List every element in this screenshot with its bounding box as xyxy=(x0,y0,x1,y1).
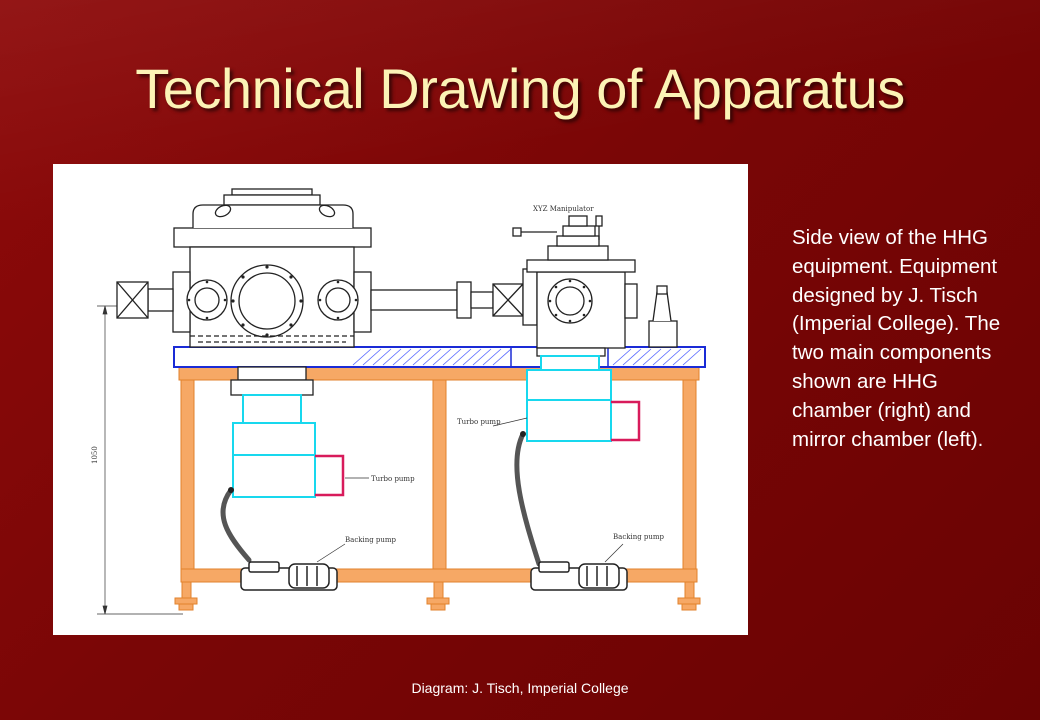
beamline xyxy=(370,281,524,319)
left-turbo-pump xyxy=(232,394,369,498)
left-turbo-label: Turbo pump xyxy=(371,475,415,483)
mirror-chamber xyxy=(116,188,372,396)
manipulator-label: XYZ Manipulator xyxy=(533,205,594,213)
diagram-credit: Diagram: J. Tisch, Imperial College xyxy=(411,680,629,696)
right-turbo-pump xyxy=(492,355,641,442)
right-backing-pump xyxy=(530,561,628,591)
technical-drawing: 1050 xyxy=(53,164,748,635)
vacuum-hoses xyxy=(220,431,542,567)
hhg-chamber xyxy=(512,215,678,357)
left-backing-pump xyxy=(240,561,338,591)
right-backing-label: Backing pump xyxy=(613,533,665,541)
hhg-chamber-bolts xyxy=(548,279,592,323)
table-top xyxy=(173,346,706,368)
right-turbo-label: Turbo pump xyxy=(457,418,501,426)
height-dimension-label: 1050 xyxy=(91,446,99,464)
slide-title: Technical Drawing of Apparatus xyxy=(135,57,905,120)
height-dimension xyxy=(97,305,183,615)
slide-caption: Side view of the HHG equipment. Equipmen… xyxy=(792,226,1001,451)
mirror-chamber-bolts xyxy=(187,265,358,337)
apparatus-diagram: 1050 xyxy=(91,188,706,615)
left-backing-label: Backing pump xyxy=(345,536,397,544)
